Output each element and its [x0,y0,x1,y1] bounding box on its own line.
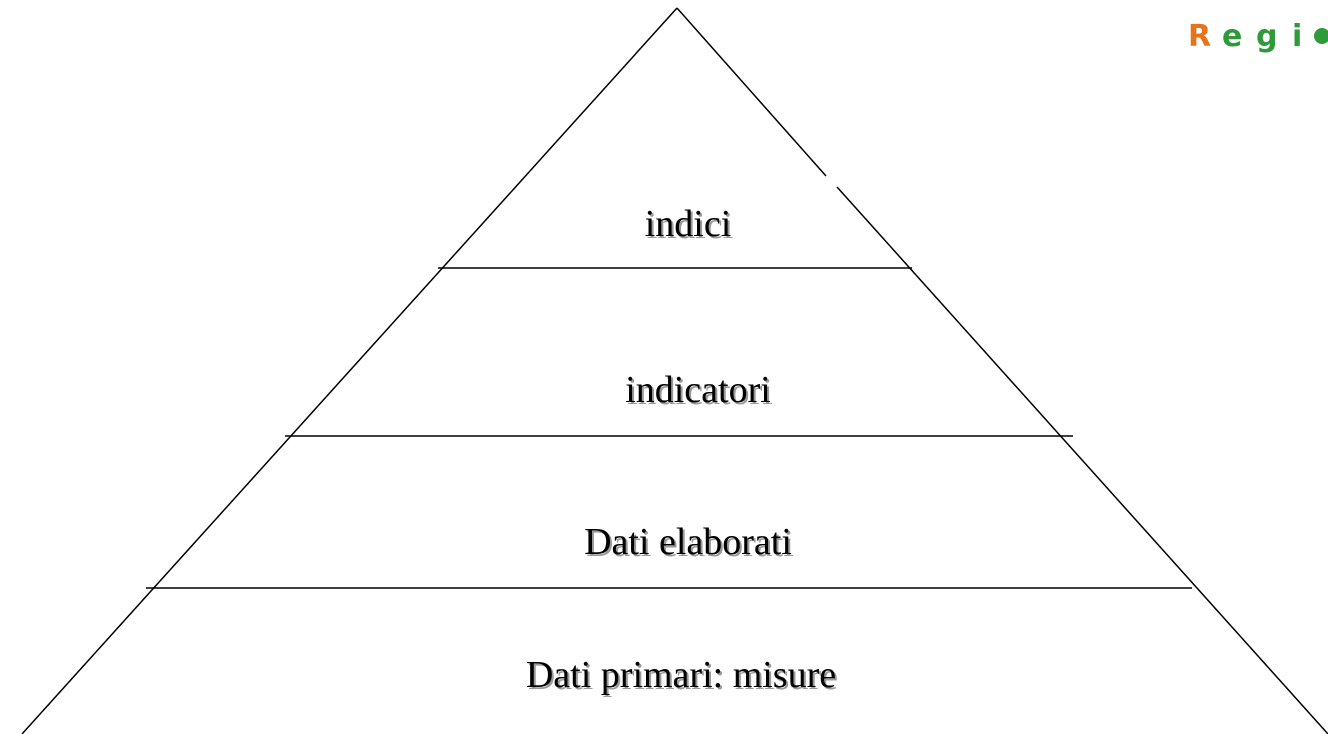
logo-partial-glyph [1314,28,1328,44]
level-indici: indici indici [645,203,734,247]
level-label-indici: indici [645,203,732,245]
level-label-dati-elaborati: Dati elaborati [584,521,792,563]
regione-logo: R e g i [1188,19,1328,54]
logo-letter-r: R [1188,19,1211,54]
pyramid-right-edge-lower [836,186,1328,734]
pyramid-left-edge [21,7,678,734]
svg-text:indici: indici [647,205,734,247]
logo-letter-i: i [1292,19,1302,54]
svg-text:indicatori: indicatori [627,371,773,413]
level-indicatori: indicatori indicatori [625,369,773,413]
pyramid-right-edge-upper [676,7,827,177]
level-label-dati-primari: Dati primari: misure [526,654,836,696]
logo-letter-e: e [1222,19,1242,54]
svg-text:Dati primari: misure: Dati primari: misure [528,656,838,698]
logo-letter-g: g [1256,19,1277,54]
svg-text:Dati elaborati: Dati elaborati [586,523,794,565]
level-label-indicatori: indicatori [625,369,771,411]
level-dati-elaborati: Dati elaborati Dati elaborati [584,521,794,565]
level-dati-primari: Dati primari: misure Dati primari: misur… [526,654,838,698]
